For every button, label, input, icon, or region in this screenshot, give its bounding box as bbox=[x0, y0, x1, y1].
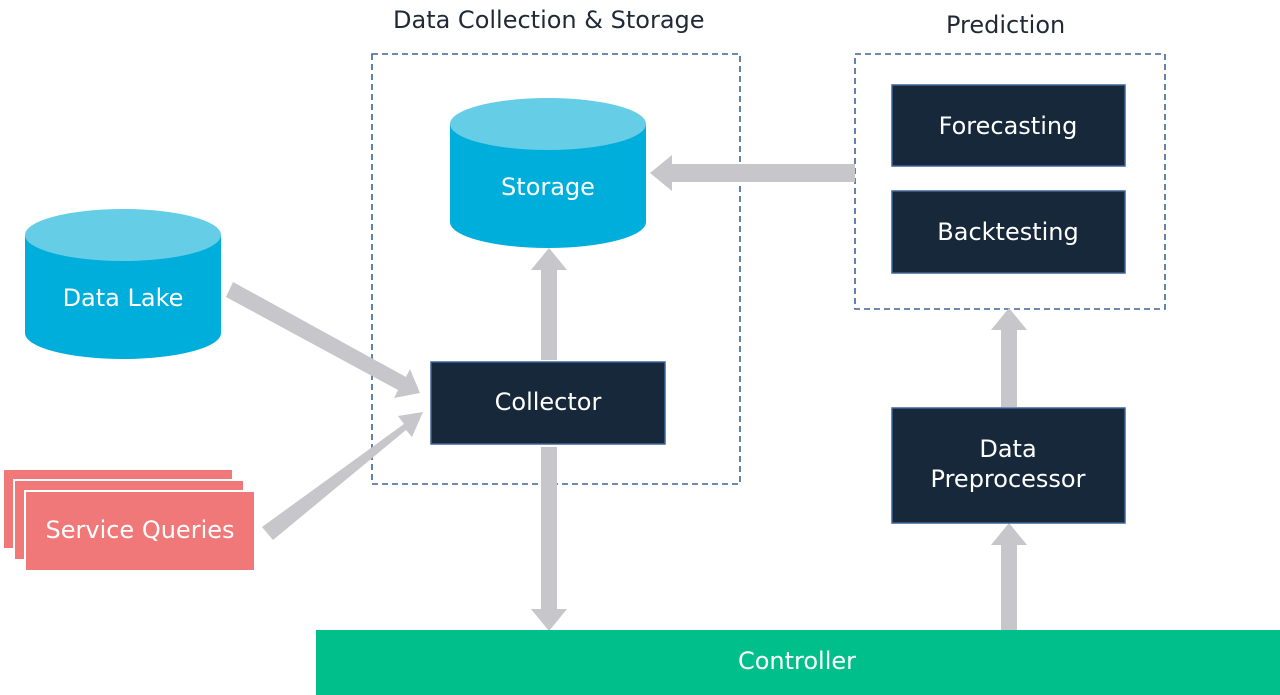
data-preprocessor-node: Data Preprocessor bbox=[891, 407, 1126, 524]
arrow-controller-to-preprocessor bbox=[991, 523, 1027, 631]
controller-label: Controller bbox=[738, 647, 856, 675]
arrow-datalake-to-collector bbox=[226, 282, 420, 398]
storage-label: Storage bbox=[501, 173, 595, 201]
collection-storage-title: Data Collection & Storage bbox=[393, 6, 705, 34]
arrow-servicequeries-to-collector bbox=[262, 412, 423, 540]
data-lake-label: Data Lake bbox=[63, 284, 184, 312]
arrow-preprocessor-to-prediction bbox=[991, 308, 1027, 407]
data-lake-node: Data Lake bbox=[25, 209, 221, 359]
collector-label: Collector bbox=[495, 388, 602, 416]
controller-node: Controller bbox=[316, 630, 1280, 695]
forecasting-node: Forecasting bbox=[891, 84, 1126, 167]
backtesting-label: Backtesting bbox=[937, 218, 1078, 246]
prediction-title: Prediction bbox=[946, 11, 1066, 39]
data-preprocessor-label-line2: Preprocessor bbox=[931, 465, 1086, 493]
data-preprocessor-label-line1: Data bbox=[979, 435, 1036, 463]
arrow-collector-to-storage bbox=[531, 248, 567, 360]
service-queries-node: Service Queries bbox=[2, 468, 256, 572]
collector-node: Collector bbox=[430, 361, 666, 445]
arrow-prediction-to-storage bbox=[650, 155, 855, 191]
storage-node: Storage bbox=[450, 98, 646, 248]
backtesting-node: Backtesting bbox=[891, 190, 1126, 274]
service-queries-label: Service Queries bbox=[46, 516, 235, 544]
forecasting-label: Forecasting bbox=[939, 112, 1078, 140]
arrow-collector-controller bbox=[531, 447, 567, 631]
